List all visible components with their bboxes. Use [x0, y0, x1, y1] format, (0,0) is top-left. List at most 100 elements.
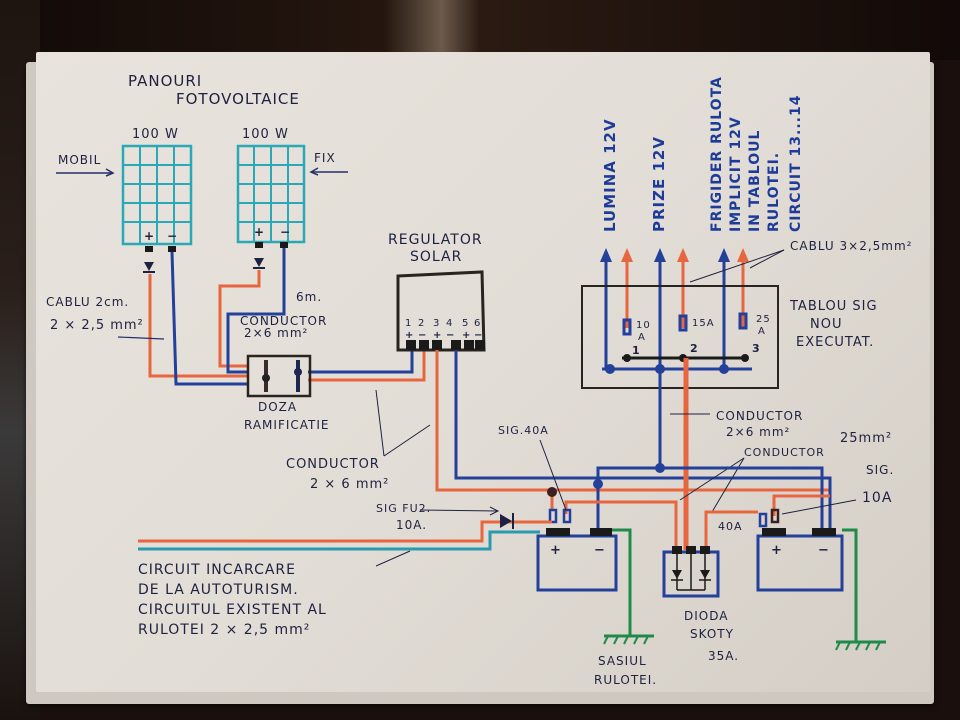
load-fridge-line4: RULOTEI. — [766, 152, 782, 232]
load-labels: LUMINA 12V PRIZE 12V FRIGIDER RULOTA IMP… — [601, 76, 804, 232]
fuse-right-label: 40A — [718, 520, 743, 533]
fuse-board — [581, 285, 779, 389]
fuse-3-rating-line2: A — [758, 326, 766, 337]
conductor-top-line1: CONDUCTOR — [240, 314, 327, 328]
schottky-diode — [662, 546, 720, 598]
ground-label-line1: SASIUL — [598, 654, 647, 668]
terminal-5-sign: + — [462, 330, 471, 341]
panel-wiring — [148, 248, 426, 386]
terminal-4-sign: − — [446, 330, 455, 341]
panel-mobile-minus: − — [167, 229, 178, 243]
arrow-up-icons — [600, 248, 749, 262]
ground-wiring — [604, 528, 886, 644]
panel-mobile-power: 100 W — [132, 127, 179, 142]
fuse-2-index: 2 — [690, 342, 699, 355]
terminal-1-sign: + — [405, 330, 414, 341]
junction-box-label-line1: DOZA — [258, 400, 297, 414]
panel-fixed-power: 100 W — [242, 127, 289, 142]
car-circuit-line3: CIRCUITUL EXISTENT AL — [138, 602, 327, 618]
board-cable-label: CABLU 3×2,5mm² — [790, 239, 912, 253]
terminal-3-num: 3 — [433, 318, 440, 329]
conductor-right-line1: CONDUCTOR — [716, 409, 803, 423]
load-prize: PRIZE 12V — [650, 136, 668, 232]
car-charging-wiring — [138, 520, 552, 551]
fuse-board-title-line1: TABLOU SIG — [789, 299, 878, 314]
fuse-1-rating-line2: A — [638, 332, 646, 343]
load-wires — [604, 258, 745, 370]
terminal-2-num: 2 — [418, 318, 425, 329]
junction-box — [246, 354, 312, 398]
panel-fixed-label: FIX — [314, 151, 336, 165]
fuse-3-rating-line1: 25 — [756, 314, 771, 325]
car-circuit-line1: CIRCUIT INCARCARE — [138, 562, 296, 578]
regulator-title-line1: REGULATOR — [388, 232, 483, 248]
ground-label-line2: RULOTEI. — [594, 673, 657, 687]
panels-title-line2: FOTOVOLTAICE — [176, 90, 300, 108]
fuse-board-title-line2: NOU — [810, 317, 842, 332]
regulator-title-line2: SOLAR — [410, 249, 462, 265]
junction-box-label-line2: RAMIFICATIE — [244, 418, 330, 432]
dark-background-top — [0, 0, 960, 60]
fuse-1-index: 1 — [632, 344, 641, 357]
diode-icon — [254, 258, 264, 267]
conductor-mid-line1: CONDUCTOR — [286, 457, 380, 472]
solar-panel-fixed: 100 W + − — [236, 127, 306, 248]
load-fridge-line5: CIRCUIT 13...14 — [788, 95, 804, 232]
conductor-right-line2: 2×6 mm² — [726, 425, 790, 439]
ground-icon — [603, 635, 649, 645]
load-fridge-line1: FRIGIDER RULOTA — [709, 76, 725, 232]
fuse-left-label: SIG.40A — [498, 424, 549, 437]
fuse-2-rating-line1: 15A — [692, 318, 715, 329]
diode-icon — [500, 514, 512, 528]
battery-left-minus: − — [594, 543, 606, 558]
panel-mobile-plus: + — [144, 229, 155, 243]
car-circuit-line2: DE LA AUTOTURISM. — [138, 582, 299, 598]
panel-fixed-plus: + — [254, 225, 265, 239]
terminal-6-num: 6 — [474, 318, 481, 329]
diode-label-line1: DIODA — [684, 609, 728, 623]
panel-cable-label-line2: 2 × 2,5 mm² — [50, 318, 144, 333]
diode-label-line2: SKOTY — [690, 627, 734, 641]
solar-regulator — [396, 270, 486, 352]
conductor-mid-line2: 2 × 6 mm² — [310, 477, 389, 492]
solar-panel-mobile: 100 W + − — [121, 127, 193, 252]
load-fridge-line2: IMPLICIT 12V — [728, 116, 744, 232]
fuse-board-fuses — [622, 312, 748, 336]
car-circuit-line4: RULOTEI 2 × 2,5 mm² — [138, 622, 310, 638]
conductor-25-value: 25mm² — [840, 431, 892, 446]
car-fuse-line2: 10A. — [396, 518, 427, 532]
terminal-5-num: 5 — [462, 318, 469, 329]
terminal-1-num: 1 — [405, 318, 412, 329]
regulator-battery-wiring — [435, 350, 832, 536]
terminal-4-num: 4 — [446, 318, 453, 329]
terminal-6-sign: − — [474, 330, 483, 341]
ground-icon — [835, 641, 881, 651]
battery-left: + − — [536, 508, 618, 592]
panel-mobile-label: MOBIL — [58, 153, 101, 167]
battery-right-minus: − — [818, 543, 830, 558]
fuse-1-rating-line1: 10 — [636, 320, 651, 331]
car-fuse-line1: SIG FU2. — [376, 502, 431, 515]
regulator-terminal-labels: 1 2 3 4 5 6 + − + − + − — [405, 318, 483, 341]
diode-icon — [144, 262, 154, 271]
conductor-25-label: CONDUCTOR — [744, 446, 825, 459]
fuse-3-index: 3 — [752, 342, 761, 355]
fuse-board-title-line3: EXECUTAT. — [796, 335, 874, 350]
terminal-3-sign: + — [433, 330, 442, 341]
terminal-2-sign: − — [418, 330, 427, 341]
battery-left-plus: + — [550, 543, 562, 558]
conductor-top-line2: 2×6 mm² — [244, 326, 308, 340]
load-lumina: LUMINA 12V — [601, 118, 619, 232]
panel-cable-label-line1: CABLU 2cm. — [46, 295, 129, 309]
fixed-cable-length: 6m. — [296, 290, 322, 304]
battery-right: + − — [756, 508, 844, 592]
load-fridge-line3: IN TABLOUL — [747, 130, 763, 232]
paper-sheet — [36, 52, 930, 692]
fuse-right-ext-line1: SIG. — [866, 463, 894, 477]
battery-right-plus: + — [771, 543, 783, 558]
diode-label-line3: 35A. — [708, 649, 739, 663]
fuse-right-ext-line2: 10A — [862, 490, 892, 506]
panel-fixed-minus: − — [280, 225, 291, 239]
panels-title-line1: PANOURI — [128, 72, 202, 90]
